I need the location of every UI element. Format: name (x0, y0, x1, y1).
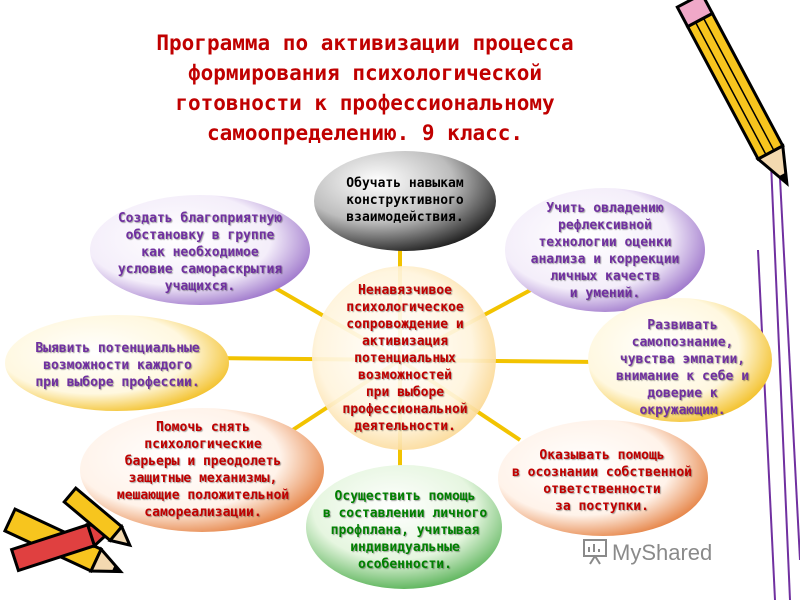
node-text-line: Оказывать помощь (539, 447, 665, 463)
node-text-line: Ненавязчивое (358, 282, 452, 298)
node-text-line: в осознании собственной (511, 464, 692, 480)
node-text-line: Развивать (647, 317, 718, 333)
node-bottom: Осуществить помощь в составлении личного… (300, 478, 510, 583)
node-upper-right-shape (505, 188, 705, 312)
watermark-text: MyShared (612, 540, 713, 565)
node-text-line: учащихся. (164, 279, 236, 294)
node-text-line: самореализации. (144, 505, 262, 520)
node-right-shape (588, 298, 772, 422)
node-lower-right: Оказывать помощь в осознании собственной… (487, 438, 717, 523)
node-right: Развивать самопознание, чувства эмпатии,… (590, 305, 775, 430)
node-text-line: Учить овладению (546, 200, 664, 216)
node-upper-right: Учить овладению рефлексивной технологии … (505, 188, 705, 313)
node-text-line: особенности. (358, 557, 452, 572)
node-text-line: личных качеств (550, 268, 660, 284)
node-lower-right-shape (498, 420, 708, 536)
node-text-line: доверие к (647, 385, 718, 401)
node-text-line: обстановку в группе (125, 228, 275, 243)
pencil-icon (675, 0, 789, 187)
node-text-line: мешающие положительной (116, 488, 290, 503)
node-text-line: внимание к себе и (615, 368, 750, 384)
title-line: самоопределению. 9 класс. (206, 121, 524, 145)
node-text-line: возможности каждого (43, 357, 192, 373)
node-center: Ненавязчивое психологическое сопровожден… (310, 263, 500, 453)
node-text-line: психологические (144, 437, 262, 452)
node-text-line: технологии оценки (538, 234, 672, 250)
node-text-line: профессиональной (342, 401, 468, 417)
node-text-line: Помочь снять (156, 420, 250, 435)
node-text-line: чувства эмпатии, (619, 351, 746, 367)
node-text-line: условие самораскрытия (117, 262, 283, 277)
node-text-line: ответственности (543, 481, 661, 497)
title-line: формирования психологической (187, 61, 542, 85)
node-left: Выявить потенциальные возможности каждог… (5, 335, 230, 395)
node-text-line: активизация (361, 333, 449, 349)
node-text-line: барьеры и преодолеть (124, 454, 282, 469)
node-top: Обучать навыкам конструктивного взаимоде… (315, 170, 495, 230)
node-text-line: рефлексивной (558, 217, 652, 233)
node-text-line: возможностей (358, 367, 452, 383)
node-text-line: Обучать навыкам (346, 175, 464, 191)
node-text-line: за поступки. (555, 498, 649, 514)
node-center-shape (312, 266, 496, 450)
node-text-line: при выборе (365, 384, 445, 400)
node-text-line: Выявить потенциальные (35, 340, 200, 356)
node-text-line: самопознание, (631, 334, 734, 350)
node-text-line: как необходимое (141, 245, 259, 260)
node-text-line: потенциальных (354, 350, 456, 366)
node-text-line: анализа и коррекции (530, 251, 680, 267)
presentation-icon (583, 539, 607, 565)
node-text-line: индивидуальные (350, 540, 460, 555)
title-line: готовности к профессиональному (175, 91, 555, 115)
node-text-line: взаимодействия. (346, 209, 464, 225)
node-text-line: и умений. (569, 285, 641, 301)
node-upper-left-shape (90, 195, 310, 305)
node-text-line: при выборе профессии. (35, 374, 200, 390)
node-text-line: в составлении личного (322, 506, 488, 521)
node-text-line: профплана, учитывая (330, 523, 480, 538)
node-upper-left: Создать благоприятную обстановку в групп… (85, 200, 315, 305)
node-lower-left: Помочь снять психологические барьеры и п… (78, 405, 328, 535)
node-text-line: сопровождение и (346, 316, 464, 332)
node-text-line: окружающим. (639, 402, 726, 418)
slide-title: Программа по активизации процесса формир… (70, 28, 660, 148)
node-bottom-shape (306, 465, 502, 589)
node-text-line: Осуществить помощь (334, 489, 476, 504)
node-text-line: психологическое (346, 299, 464, 315)
node-text-line: защитные механизмы, (128, 471, 278, 486)
title-line: Программа по активизации процесса (156, 31, 574, 55)
node-lower-left-shape (80, 408, 324, 532)
node-text-line: деятельности. (354, 418, 456, 434)
node-top-shape (314, 151, 496, 251)
node-text-line: Создать благоприятную (117, 211, 283, 226)
node-left-shape (5, 315, 229, 411)
node-text-line: конструктивного (346, 192, 464, 208)
